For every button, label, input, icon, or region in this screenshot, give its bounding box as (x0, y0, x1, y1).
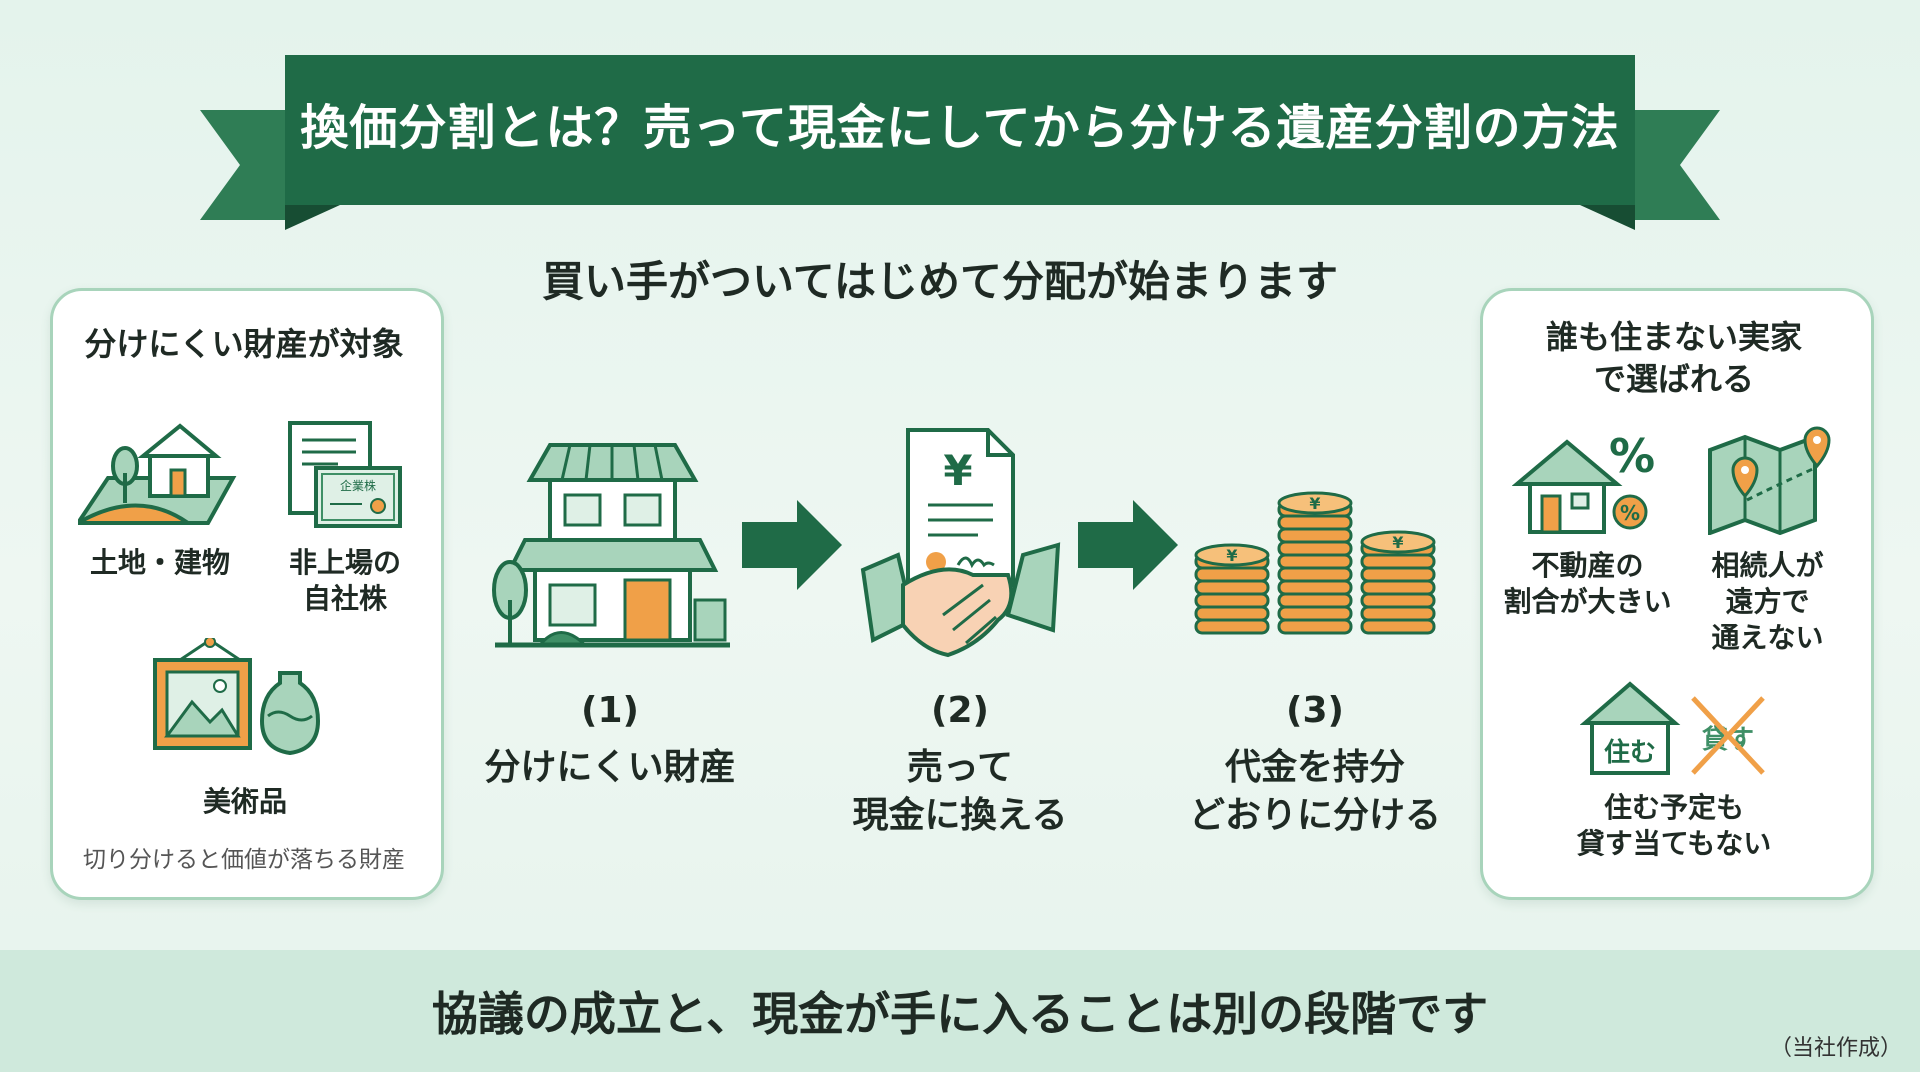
coin (1194, 579, 1270, 596)
coin-yen-symbol: ¥ (1226, 546, 1237, 565)
left-card-heading: 分けにくい財産が対象 (84, 325, 404, 363)
arrow-right-icon-1 (742, 500, 842, 590)
footer-message: 協議の成立と、現金が手に入ることは別の段階です (431, 987, 1489, 1041)
coin (1360, 618, 1436, 635)
coin (1277, 566, 1353, 583)
left-item-label-1: 土地・建物 (89, 546, 230, 579)
house-icon (492, 443, 730, 648)
real-estate-percent-icon: % % (1512, 432, 1655, 534)
coin (1277, 553, 1353, 570)
subtitle: 買い手がついてはじめて分配が始まります (542, 257, 1338, 306)
page-title: 換価分割とは？売って現金にしてから分ける遺産分割の方法 (300, 99, 1620, 156)
coin (1360, 566, 1436, 583)
coin (1194, 605, 1270, 622)
right-item-1-line2: 割合が大きい (1503, 585, 1672, 618)
coin-top (1194, 543, 1270, 567)
stock-certificate-icon: 企業株 (288, 421, 402, 528)
title-ribbon (200, 55, 1720, 230)
coin (1277, 579, 1353, 596)
right-item-1-line1: 不動産の (1531, 549, 1644, 582)
right-item-2-line3: 通えない (1711, 621, 1824, 654)
artwork-icon (153, 638, 321, 756)
coin (1277, 618, 1353, 635)
step-3-label-line2: どおりに分ける (1188, 795, 1441, 836)
right-card-reasons (1480, 288, 1874, 900)
live-not-lend-icon: 住む 貸す (1580, 681, 1765, 775)
left-card-target-assets (50, 288, 444, 900)
coin (1360, 553, 1436, 570)
coin-top (1277, 491, 1353, 515)
right-item-3-line2: 貸す当てもない (1576, 827, 1772, 860)
coin (1194, 592, 1270, 609)
coin (1360, 605, 1436, 622)
map-distance-icon (1708, 426, 1831, 535)
step-3-label-line1: 代金を持分 (1224, 747, 1405, 788)
step-2-label-line1: 売って (906, 747, 1014, 788)
coin (1360, 592, 1436, 609)
coin (1360, 579, 1436, 596)
arrow-right-icon-2 (1078, 500, 1178, 590)
step-3-number: (3) (1286, 690, 1344, 731)
certificate-text: 企業株 (340, 478, 376, 493)
footer-band (0, 950, 1920, 1072)
contract-handshake-icon: ¥ (860, 428, 1061, 658)
coin-yen-symbol: ¥ (1392, 533, 1403, 552)
yen-symbol: ¥ (943, 446, 972, 495)
coin (1277, 605, 1353, 622)
left-item-label-3: 美術品 (202, 785, 287, 818)
coin-yen-symbol: ¥ (1309, 494, 1320, 513)
live-text: 住む (1604, 737, 1656, 768)
step-1-label: 分けにくい財産 (484, 747, 736, 788)
right-card-heading-line2: で選ばれる (1593, 360, 1754, 398)
land-building-icon (78, 423, 237, 525)
coin (1277, 527, 1353, 544)
step-2-label-line2: 現金に換える (852, 795, 1068, 836)
percent-symbol-large: % (1609, 432, 1655, 483)
coin-stacks-icon: ¥ ¥ ¥ (1194, 491, 1436, 635)
coin (1277, 514, 1353, 531)
coin-top (1360, 530, 1436, 554)
step-2-number: (2) (931, 690, 989, 731)
step-1-number: (1) (581, 690, 639, 731)
coin (1194, 566, 1270, 583)
percent-symbol-small: % (1620, 501, 1640, 525)
left-item-label-2b: 自社株 (302, 582, 387, 615)
coin (1277, 592, 1353, 609)
right-item-2-line1: 相続人が (1711, 549, 1824, 582)
source-credit: （当社作成） (1770, 1036, 1903, 1061)
coin (1194, 618, 1270, 635)
right-card-heading-line1: 誰も住まない実家 (1545, 318, 1802, 356)
right-item-3-line1: 住む予定も (1603, 791, 1744, 824)
left-card-note: 切り分けると価値が落ちる財産 (83, 847, 405, 873)
left-item-label-2a: 非上場の (288, 546, 401, 579)
coin (1277, 540, 1353, 557)
right-item-2-line2: 遠方で (1725, 585, 1810, 618)
